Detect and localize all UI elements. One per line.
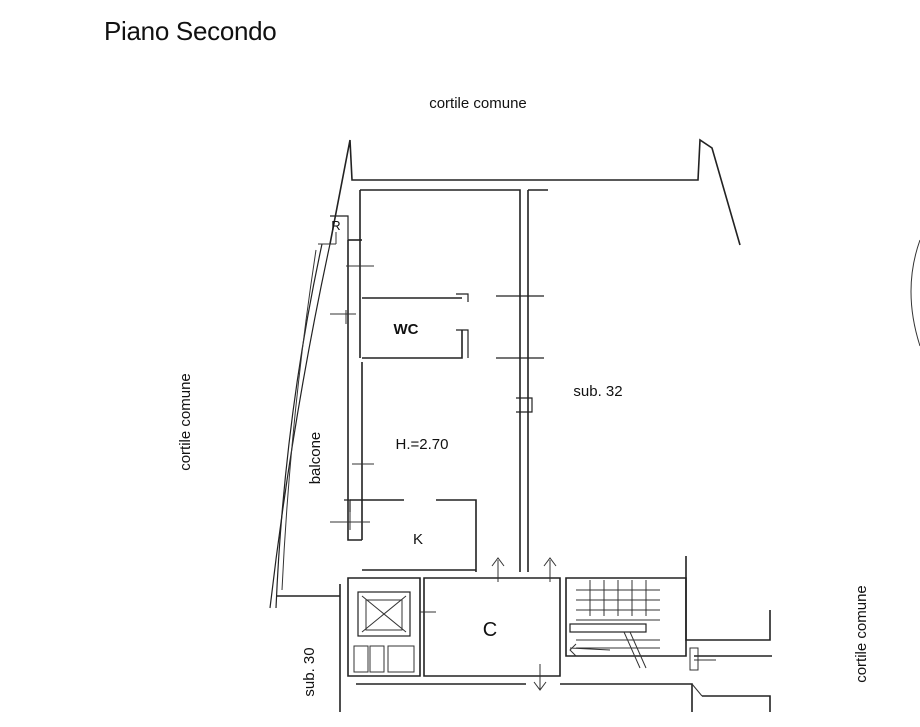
label-left-courtyard: cortile comune	[177, 373, 194, 471]
left-wall-ticks	[330, 232, 374, 530]
apartment-walls	[330, 189, 548, 572]
label-right-courtyard: cortile comune	[853, 585, 870, 683]
label-wc: WC	[394, 321, 419, 338]
bottom-walls	[276, 584, 771, 712]
top-boundary	[329, 138, 741, 246]
label-sub32: sub. 32	[573, 383, 622, 400]
service-core	[347, 556, 772, 691]
label-height: H.=2.70	[396, 436, 449, 453]
label-sub30: sub. 30	[301, 647, 318, 696]
label-kitchen: K	[413, 531, 423, 548]
label-closet: R	[331, 218, 340, 233]
right-edge-arc	[910, 239, 920, 347]
balcony-rail	[269, 243, 336, 609]
label-corridor: C	[483, 619, 497, 641]
label-top-courtyard: cortile comune	[429, 95, 527, 112]
plan-title: Piano Secondo	[104, 16, 277, 46]
label-balcony: balcone	[307, 432, 324, 485]
